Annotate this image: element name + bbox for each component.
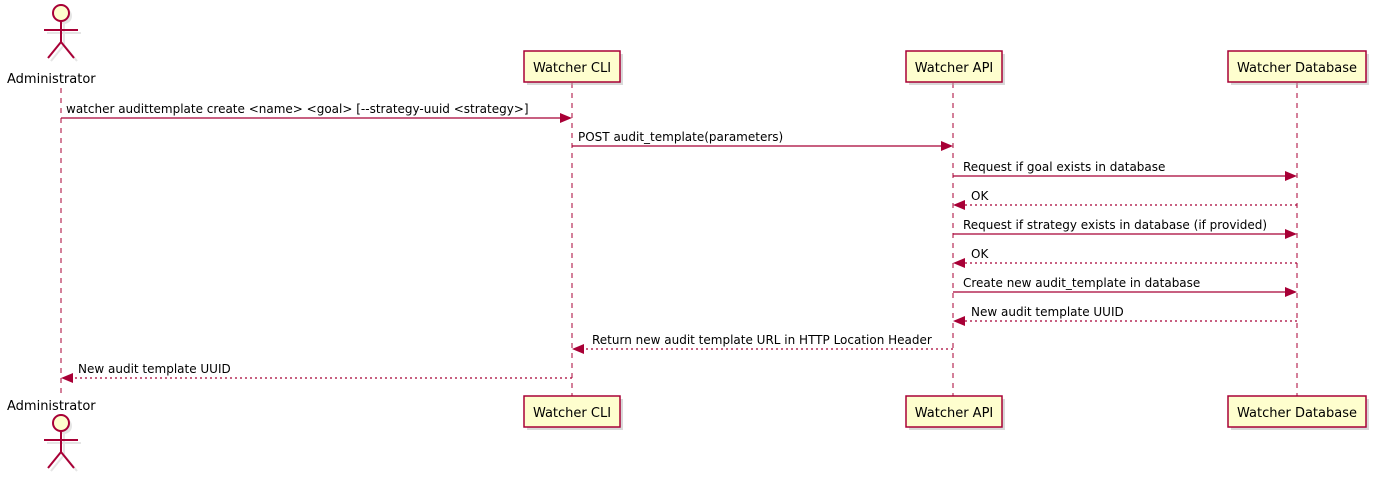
message-label-6: OK (971, 247, 989, 261)
participant-box-watcher-api-bottom[interactable] (905, 395, 1003, 428)
participant-box-watcher-cli-top[interactable] (523, 50, 621, 83)
message-label-10: New audit template UUID (78, 362, 231, 376)
message-arrowhead-5 (1285, 229, 1297, 239)
participant-watcher-database-top[interactable]: Watcher Database (1227, 50, 1369, 85)
actor-head-icon (52, 414, 70, 432)
participant-label-watcher-database-top: Watcher Database (1237, 61, 1357, 76)
message-8: New audit template UUID (953, 305, 1297, 326)
message-9: Return new audit template URL in HTTP Lo… (572, 333, 953, 354)
message-arrowhead-9 (572, 344, 584, 354)
message-label-3: Request if goal exists in database (963, 160, 1165, 174)
message-label-9: Return new audit template URL in HTTP Lo… (592, 333, 932, 347)
participant-label-watcher-cli-bottom: Watcher CLI (533, 406, 611, 421)
message-1: watcher audittemplate create <name> <goa… (61, 102, 572, 123)
message-7: Create new audit_template in database (953, 276, 1297, 297)
message-label-2: POST audit_template(parameters) (578, 130, 783, 144)
participant-label-watcher-api-top: Watcher API (915, 61, 994, 76)
actor-administrator-bottom[interactable]: Administrator (7, 399, 96, 472)
message-arrowhead-6 (953, 258, 965, 268)
actor-leg-right-icon (60, 451, 75, 469)
message-label-5: Request if strategy exists in database (… (963, 218, 1267, 232)
message-10: New audit template UUID (61, 362, 572, 383)
message-arrowhead-1 (560, 113, 572, 123)
participant-box-watcher-database-bottom[interactable] (1227, 395, 1367, 428)
participant-box-watcher-database-top[interactable] (1227, 50, 1367, 83)
message-arrowhead-10 (61, 373, 73, 383)
participant-watcher-api-bottom[interactable]: Watcher API (905, 395, 1005, 430)
message-4: OK (953, 189, 1297, 210)
message-label-4: OK (971, 189, 989, 203)
message-arrowhead-4 (953, 200, 965, 210)
lifelines (60, 83, 1298, 396)
actor-label-administrator-bottom: Administrator (7, 399, 96, 414)
participant-label-watcher-database-bottom: Watcher Database (1237, 406, 1357, 421)
participant-label-watcher-api-bottom: Watcher API (915, 406, 994, 421)
message-arrowhead-8 (953, 316, 965, 326)
message-label-8: New audit template UUID (971, 305, 1124, 319)
actor-head-icon (52, 4, 70, 22)
actor-administrator-top[interactable]: Administrator (7, 4, 96, 87)
message-arrowhead-3 (1285, 171, 1297, 181)
participant-watcher-cli-top[interactable]: Watcher CLI (523, 50, 623, 85)
actor-label-administrator-top: Administrator (7, 72, 96, 87)
message-2: POST audit_template(parameters) (572, 130, 953, 151)
message-3: Request if goal exists in database (953, 160, 1297, 181)
participant-watcher-api-top[interactable]: Watcher API (905, 50, 1005, 85)
participant-box-watcher-api-top[interactable] (905, 50, 1003, 83)
message-6: OK (953, 247, 1297, 268)
actor-leg-left-icon (47, 41, 62, 59)
message-arrowhead-2 (941, 141, 953, 151)
message-label-7: Create new audit_template in database (963, 276, 1200, 290)
actor-leg-left-icon (47, 451, 62, 469)
message-arrowhead-7 (1285, 287, 1297, 297)
message-label-1: watcher audittemplate create <name> <goa… (66, 102, 529, 116)
participant-label-watcher-cli-top: Watcher CLI (533, 61, 611, 76)
message-5: Request if strategy exists in database (… (953, 218, 1297, 239)
participant-watcher-database-bottom[interactable]: Watcher Database (1227, 395, 1369, 430)
participant-box-watcher-cli-bottom[interactable] (523, 395, 621, 428)
actor-leg-right-icon (60, 41, 75, 59)
participant-watcher-cli-bottom[interactable]: Watcher CLI (523, 395, 623, 430)
